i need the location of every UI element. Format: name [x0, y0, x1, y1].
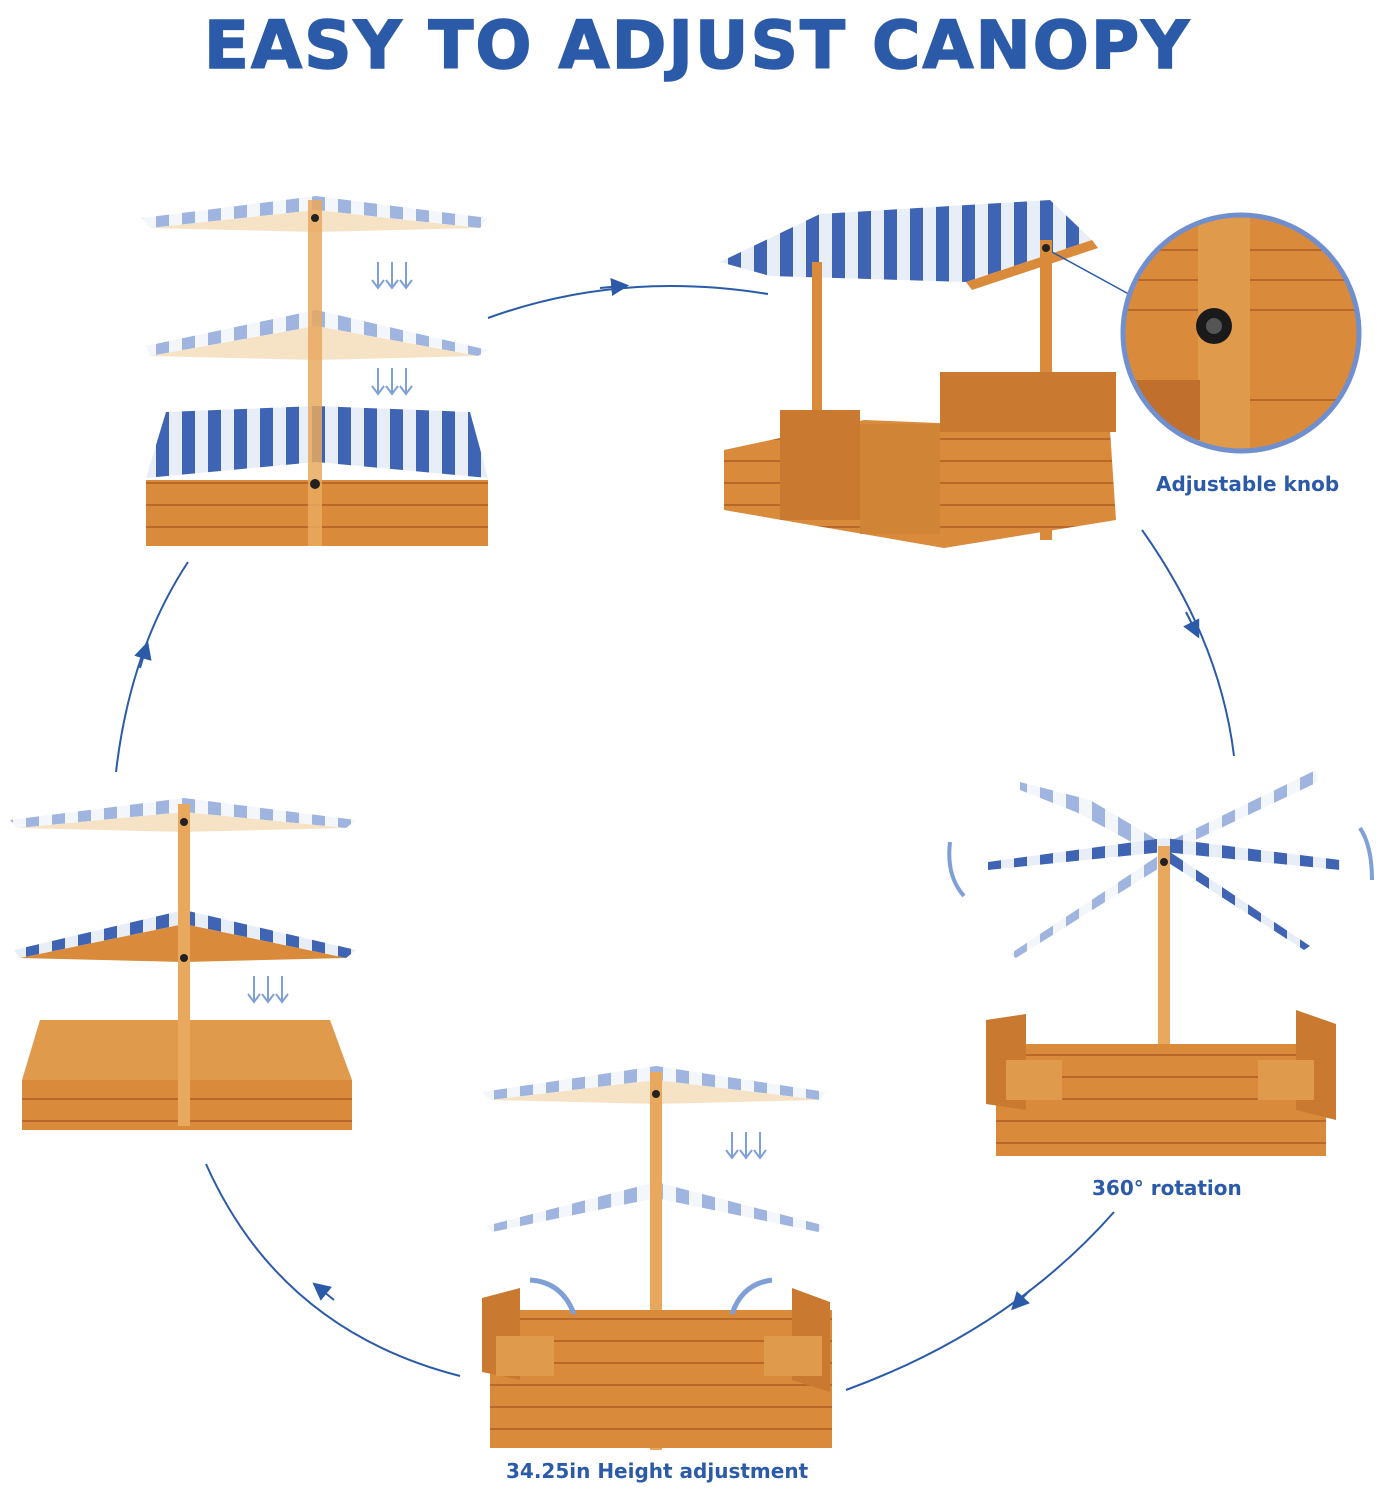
magnifier-circle: [1120, 212, 1362, 454]
rotate-arrow-icon: [947, 826, 1374, 898]
caption-adjustable-knob: Adjustable knob: [1156, 472, 1340, 496]
down-arrows-icon: [371, 262, 413, 396]
down-arrows-icon: [725, 1132, 767, 1160]
down-arrows-icon: [247, 976, 289, 1004]
cycle-arrow-icon: [115, 561, 189, 773]
caption-rotation: 360° rotation: [1092, 1176, 1242, 1200]
cycle-arrow-icon: [1141, 529, 1235, 757]
cycle-arrow-icon: [205, 1163, 461, 1377]
rotate-arrow-icon: [529, 1277, 773, 1315]
sandbox-rotation: [947, 770, 1374, 1156]
sandbox-assembled: [720, 200, 1137, 548]
sandbox-height-adjust: [482, 1066, 832, 1450]
cycle-arrows: [115, 278, 1235, 1391]
caption-height-adjustment: 34.25in Height adjustment: [506, 1459, 809, 1483]
page-title: EASY TO ADJUST CANOPY: [203, 6, 1192, 85]
cycle-arrow-icon: [845, 1211, 1115, 1391]
sandbox-closed: [10, 798, 356, 1130]
sandbox-stacked-heights: [142, 196, 488, 546]
cycle-arrow-icon: [487, 285, 769, 319]
